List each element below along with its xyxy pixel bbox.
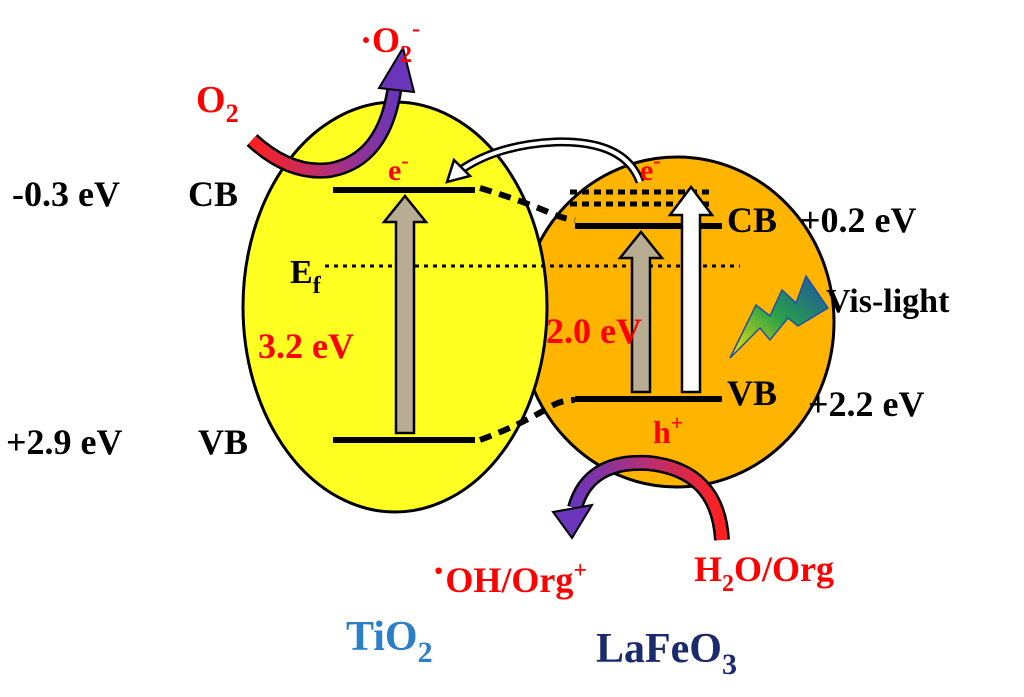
oxygen-label: O2 (196, 79, 239, 128)
oxygen-reduction-arrowhead (377, 45, 416, 94)
tio2-cb-label: CB (188, 174, 238, 214)
water-oxidation-arrow-fill (569, 457, 728, 541)
vis-light-label: Vis-light (826, 283, 950, 320)
hole-label: h+ (653, 410, 683, 450)
lafeo3-name: LaFeO3 (596, 626, 737, 681)
lafeo3-band-gap: 2.0 eV (546, 311, 642, 351)
lafeo3-electron-label: e- (640, 148, 661, 187)
tio2-excitation-arrow (381, 194, 429, 435)
electron-transfer-arrowhead (445, 157, 473, 184)
superoxide-label: ·O2- (360, 16, 420, 68)
cb-bending-connector (479, 185, 576, 223)
water-oxidation-arrowhead (551, 503, 595, 540)
lafeo3-vb-energy: +2.2 eV (808, 384, 925, 424)
lightning-bolt-icon (729, 274, 830, 359)
tio2-name: TiO2 (346, 614, 433, 669)
lafeo3-excitation-arrow (617, 230, 665, 394)
tio2-vb-energy: +2.9 eV (6, 422, 123, 462)
lafeo3-cb-energy: +0.2 eV (800, 200, 917, 240)
lafeo3-cb-label: CB (727, 200, 777, 240)
tio2-electron-label: e- (388, 148, 409, 187)
electron-transfer-arrow-inner (456, 139, 642, 183)
fermi-level-label: Ef (290, 254, 322, 299)
oxygen-reduction-arrow-fill (248, 84, 401, 177)
hydroxyl-label: ·OH/Org+ (432, 548, 587, 600)
visible-excitation-arrow (667, 184, 715, 394)
tio2-vb-label: VB (198, 422, 248, 462)
vb-bending-connector (478, 397, 576, 443)
tio2-cb-energy: -0.3 eV (12, 174, 120, 214)
water-label: H2O/Org (694, 549, 834, 597)
lafeo3-vb-label: VB (727, 373, 777, 413)
tio2-band-gap: 3.2 eV (258, 326, 354, 366)
